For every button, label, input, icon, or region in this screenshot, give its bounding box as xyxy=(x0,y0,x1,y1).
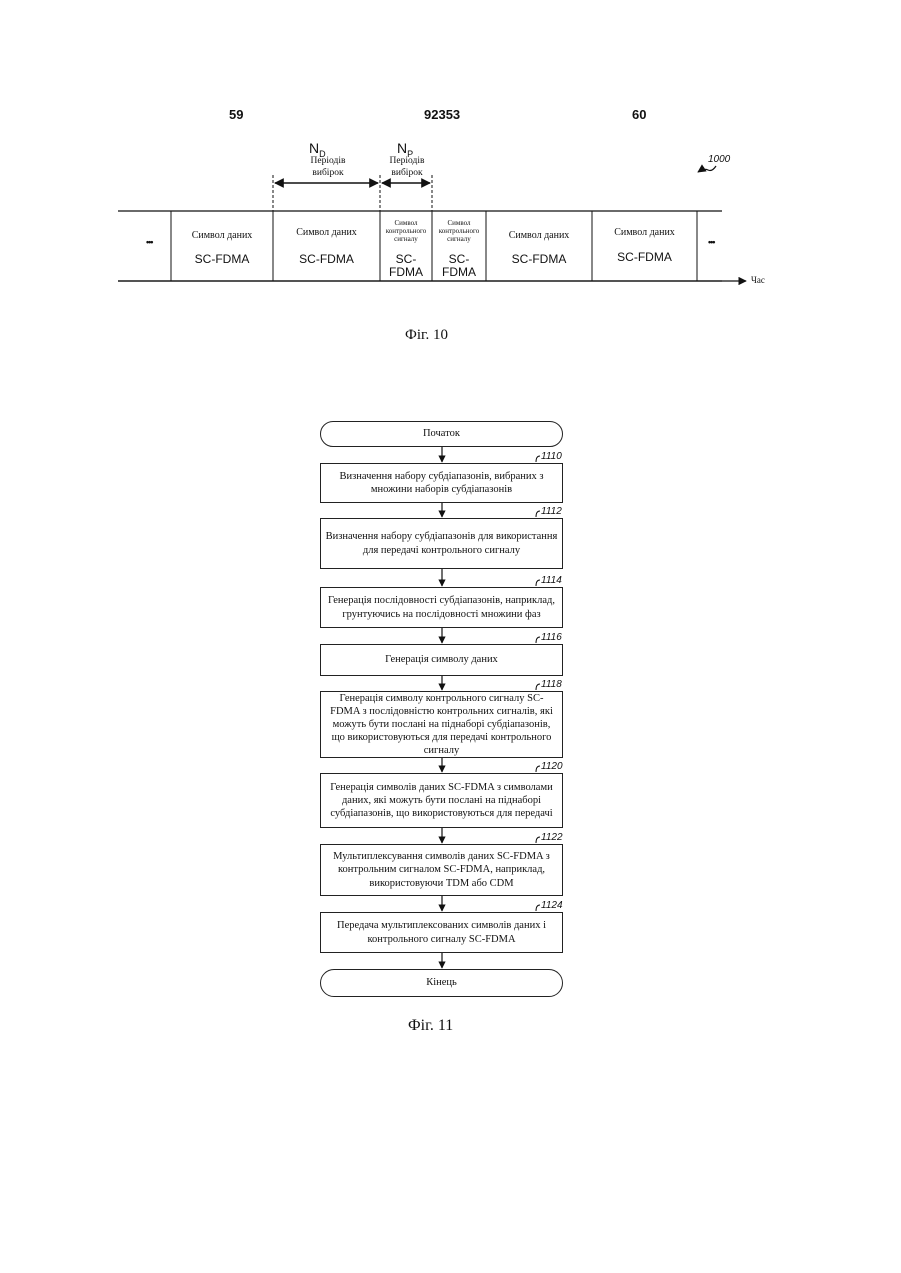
step-box: Визначення набору субдіапазонів для вико… xyxy=(320,518,563,569)
step-box: Мультиплексування символів даних SC-FDMA… xyxy=(320,844,563,896)
step-ref: 1120 xyxy=(541,761,563,772)
step-ref: 1114 xyxy=(541,575,562,586)
step-box: Визначення набору субдіапазонів, вибрани… xyxy=(320,463,563,503)
step-box: Генерація символів даних SC-FDMA з симво… xyxy=(320,773,563,828)
step-ref: 1110 xyxy=(541,451,562,462)
step-box: Генерація символу даних xyxy=(320,644,563,676)
step-ref: 1116 xyxy=(541,632,562,643)
step-box: Генерація послідовності субдіапазонів, н… xyxy=(320,587,563,628)
step-box: Генерація символу контрольного сигналу S… xyxy=(320,691,563,758)
step-ref: 1124 xyxy=(541,900,563,911)
step-ref: 1122 xyxy=(541,832,563,843)
start-terminal: Початок xyxy=(320,421,563,447)
fig11-caption: Фіг. 11 xyxy=(408,1017,453,1035)
step-box: Передача мультиплексованих символів дани… xyxy=(320,912,563,953)
step-ref: 1118 xyxy=(541,679,562,690)
end-terminal: Кінець xyxy=(320,969,563,997)
step-ref: 1112 xyxy=(541,506,562,517)
